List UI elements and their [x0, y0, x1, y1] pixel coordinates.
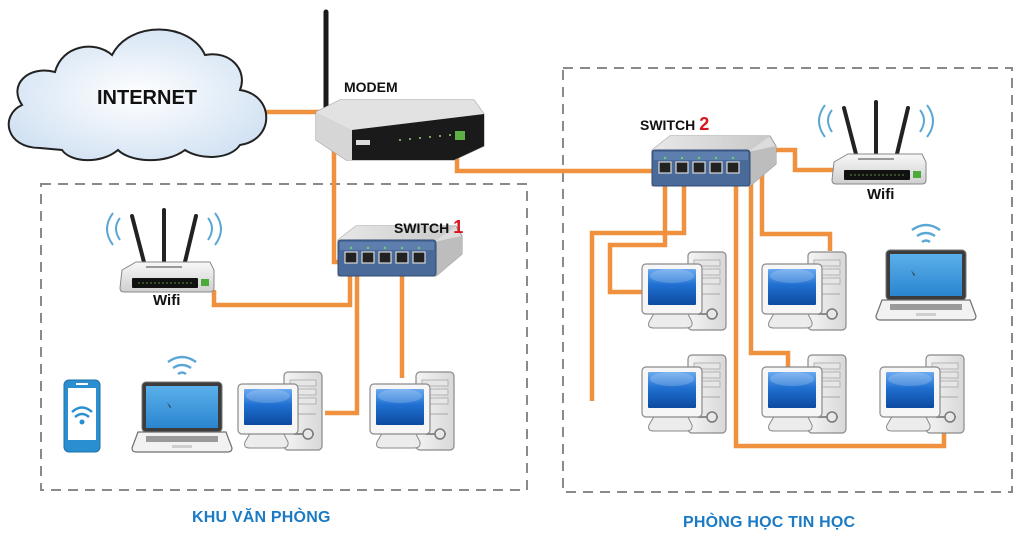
- smartphone-icon: [63, 379, 101, 453]
- cable-switch2-labpc2: [589, 172, 687, 401]
- switch-2-label-text: SWITCH: [640, 117, 696, 133]
- cable-switch2-labpc5: [733, 172, 947, 449]
- cables: [211, 109, 947, 449]
- wifi-2-label: Wifi: [867, 186, 895, 203]
- desktop-pc-lab-2-icon: [761, 251, 847, 331]
- cable-switch2-labpc3: [759, 162, 833, 251]
- desktop-pc-office-1-icon: [237, 371, 323, 451]
- switch-2-number: 2: [699, 114, 710, 134]
- switch-1-number: 1: [453, 217, 464, 237]
- switch-1-label-text: SWITCH: [394, 220, 450, 236]
- desktop-pc-lab-4-icon: [761, 354, 847, 434]
- desktop-pc-lab-3-icon: [641, 354, 727, 434]
- cable-modem-switch2: [454, 152, 665, 174]
- desktop-pc-lab-1-icon: [641, 251, 727, 331]
- internet-cloud-icon: [7, 28, 268, 162]
- wifi-1-label: Wifi: [153, 292, 181, 309]
- wifi-router-2-icon: [817, 100, 935, 186]
- wifi-router-1-icon: [105, 208, 223, 294]
- cable-switch2-wifi2: [762, 147, 835, 173]
- zone-lab-label: PHÒNG HỌC TIN HỌC: [683, 514, 856, 531]
- switch-2-icon: [651, 135, 777, 187]
- modem-icon: [315, 9, 485, 161]
- cable-switch2-labpc1: [607, 172, 668, 295]
- modem-label: MODEM: [344, 79, 398, 95]
- zone-office-label: KHU VĂN PHÒNG: [192, 509, 331, 526]
- laptop-office-icon: [130, 355, 234, 454]
- zone-office-border: [40, 183, 528, 491]
- cable-switch2-labpc4: [748, 168, 791, 373]
- zone-lab-border: [562, 67, 1013, 493]
- cable-switch1-wifi1: [211, 272, 353, 308]
- cable-switch1-pc1: [325, 272, 360, 416]
- laptop-lab-icon: [874, 223, 978, 322]
- desktop-pc-office-2-icon: [369, 371, 455, 451]
- desktop-pc-lab-5-icon: [879, 354, 965, 434]
- internet-label: INTERNET: [97, 87, 197, 109]
